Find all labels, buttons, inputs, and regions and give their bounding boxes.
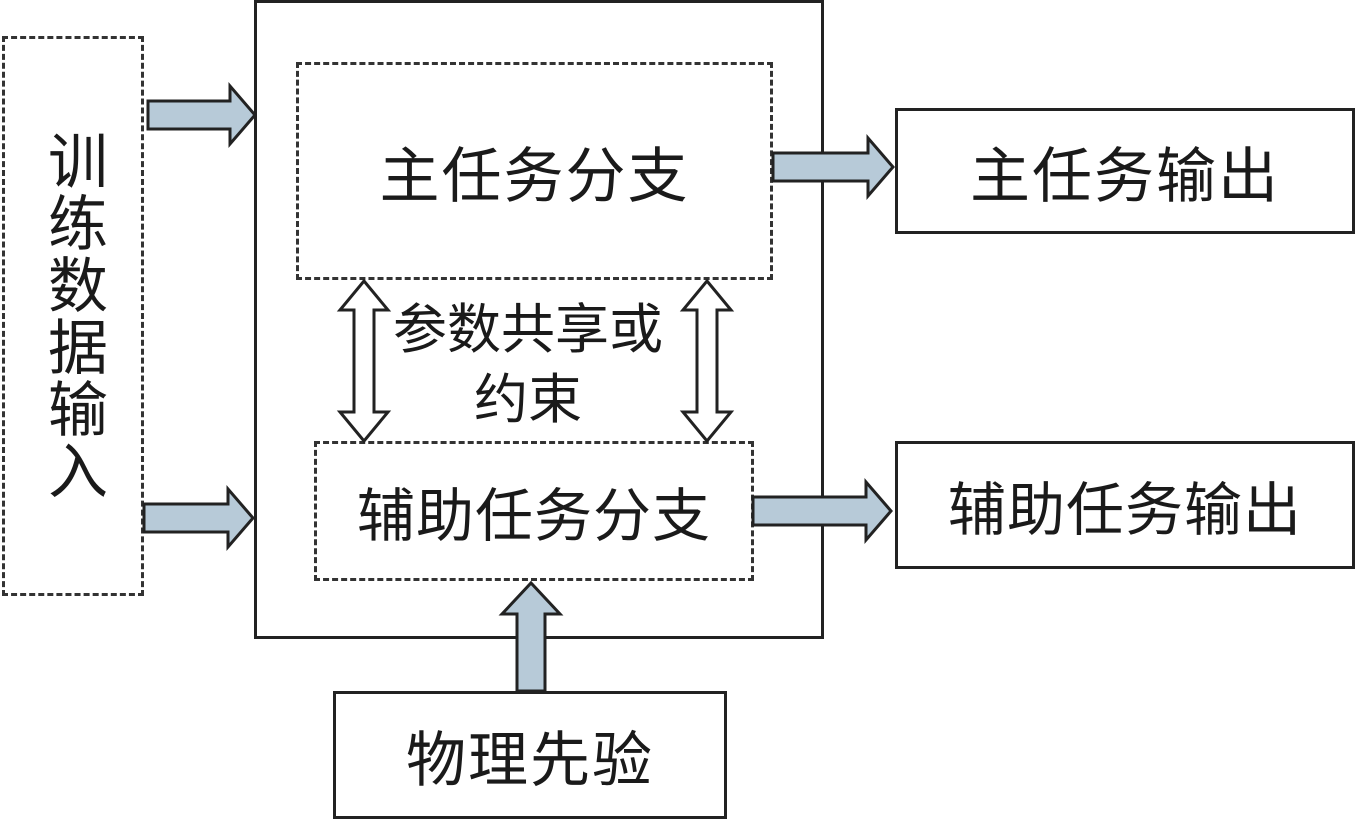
- input-arrow-top: [146, 81, 257, 149]
- physics-prior-label: 物理先验: [406, 725, 654, 796]
- input-arrow-bottom: [142, 484, 255, 552]
- main-branch-label: 主任务分支: [379, 141, 690, 212]
- main-output-label: 主任务输出: [970, 141, 1280, 212]
- aux-output-label: 辅助任务输出: [947, 476, 1302, 544]
- aux-output-box: 辅助任务输出: [895, 441, 1355, 569]
- main-branch-box: 主任务分支: [296, 62, 773, 280]
- aux-branch-label: 辅助任务分支: [356, 482, 711, 550]
- main-output-box: 主任务输出: [895, 108, 1355, 234]
- training-input-label: 训练数据输入: [37, 130, 108, 502]
- training-input-box: 训练数据输入: [2, 36, 144, 596]
- share-constraint-block: 参数共享或约束: [388, 290, 668, 440]
- physics-prior-box: 物理先验: [333, 691, 727, 819]
- aux-branch-box: 辅助任务分支: [314, 441, 754, 581]
- share-constraint-label: 参数共享或约束: [393, 298, 663, 431]
